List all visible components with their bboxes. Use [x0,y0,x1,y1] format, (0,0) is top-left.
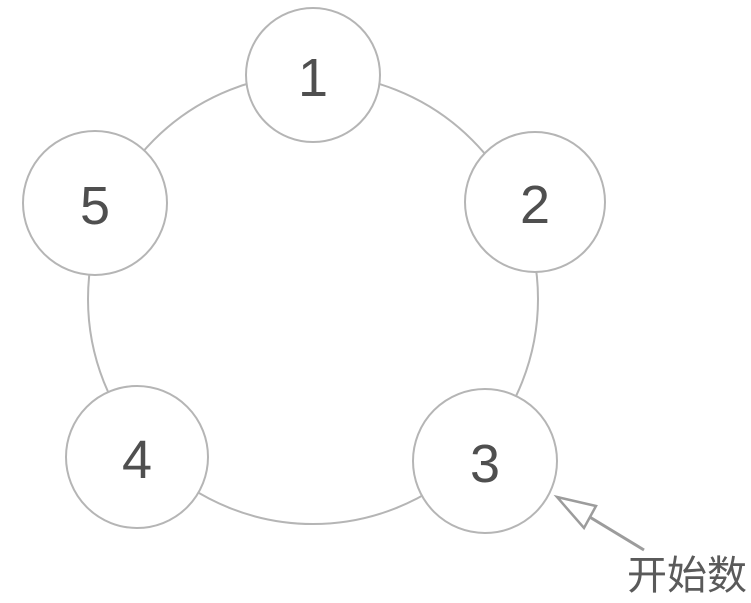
node-4-circle [65,385,209,529]
node-2-circle [464,131,606,273]
node-1: 1 [245,7,381,143]
node-5: 5 [22,130,168,276]
node-2-label: 2 [520,175,550,235]
node-3-label: 3 [470,434,500,494]
node-5-circle [22,130,168,276]
node-1-circle [245,7,381,143]
node-5-label: 5 [80,176,110,236]
node-3-circle [412,388,558,534]
node-4: 4 [65,385,209,529]
node-3: 3 [412,388,558,534]
arrow-shaft [587,514,645,552]
node-2: 2 [464,131,606,273]
arrow-head-icon [553,494,598,531]
start-annotation: 开始数 [553,494,747,598]
start-annotation-label: 开始数 [627,554,747,598]
node-4-label: 4 [122,430,152,490]
node-1-label: 1 [298,48,328,108]
